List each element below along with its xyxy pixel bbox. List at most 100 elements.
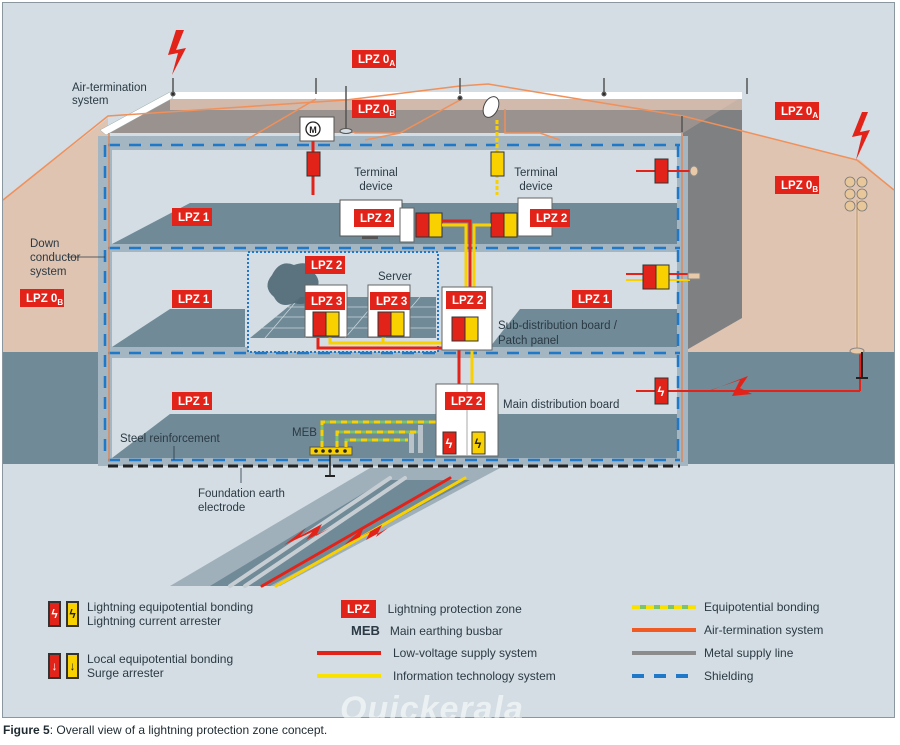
legend-low-voltage-label: Low-voltage supply system bbox=[393, 646, 538, 660]
motor-surge-arrester bbox=[306, 151, 321, 177]
lpz-badge-bg bbox=[305, 292, 345, 310]
lpz-badge-lpz-3-server-b: LPZ 3 bbox=[370, 292, 410, 310]
callout-server: Server bbox=[378, 271, 412, 283]
antenna-base bbox=[339, 128, 353, 134]
satellite-dish-icon bbox=[482, 96, 500, 118]
legend-lpz: LPZ Lightning protection zone bbox=[341, 600, 522, 618]
motor-icon bbox=[305, 121, 321, 137]
lpz-badge-lpz-1-mid-right: LPZ 1 bbox=[572, 290, 612, 308]
caption-text: : Overall view of a lightning protection… bbox=[49, 723, 328, 737]
lpz-badge-bg bbox=[530, 209, 570, 227]
lpz-badge-lpz-1-bottom: LPZ 1 bbox=[172, 392, 212, 410]
supply-trench-inner bbox=[210, 480, 470, 586]
shielding-lines bbox=[103, 143, 680, 462]
floor-mid-slab-right bbox=[490, 309, 677, 347]
lpz-badge-lpz-0b-roof: LPZ 0B bbox=[352, 100, 396, 118]
legend-surge-arrester-label: Surge arrester bbox=[87, 666, 164, 680]
lpz-badge-lpz-2-terminal-right: LPZ 2 bbox=[530, 209, 570, 227]
figure-caption: Figure 5: Overall view of a lightning pr… bbox=[3, 723, 327, 737]
lpz-badge-label: LPZ 1 bbox=[578, 294, 610, 306]
equipotential-swatch bbox=[632, 605, 696, 609]
legend-meb: MEB Main earthing busbar bbox=[351, 623, 503, 638]
caption-label: Figure 5 bbox=[3, 723, 50, 737]
lpz-badge-label: LPZ 1 bbox=[178, 212, 210, 224]
bottom-entry-arrester bbox=[654, 377, 669, 405]
lpz-badge-label: LPZ 2 bbox=[536, 213, 567, 225]
lpz-badge-bg bbox=[172, 290, 212, 308]
mid-entry-arrester-yellow bbox=[655, 264, 670, 290]
roof-back-band bbox=[170, 99, 742, 110]
lpz-badge-bg bbox=[572, 290, 612, 308]
legend-equipotential-label: Equipotential bonding bbox=[704, 600, 820, 614]
lightning-strike-right-icon bbox=[852, 112, 870, 160]
main-distribution-arrester-red-glyph: ϟ bbox=[446, 436, 453, 451]
callout-meb: MEB bbox=[292, 427, 317, 439]
legend-meb-label: Main earthing busbar bbox=[389, 623, 503, 638]
callout-terminal-right-2: device bbox=[519, 181, 552, 193]
lpz-badge-bg bbox=[305, 256, 345, 274]
surge-arrester-yellow-icon: ↓ bbox=[66, 653, 79, 679]
legend-low-voltage: Low-voltage supply system bbox=[317, 646, 537, 660]
terminal-left-arresters-yellow bbox=[428, 212, 443, 238]
main-distribution-arrester-yellow-glyph: ϟ bbox=[475, 436, 482, 451]
legend-lightning-current-label: Lightning current arrester bbox=[87, 614, 222, 628]
callout-foundation-2: electrode bbox=[198, 502, 245, 514]
lpz-badge-bg bbox=[172, 208, 212, 226]
monitor-left-stand bbox=[362, 236, 378, 239]
terminal-right-arresters-yellow bbox=[503, 212, 518, 238]
surge-arrester-red-icon: ↓ bbox=[48, 653, 61, 679]
bottom-entry-arrester-glyph: ϟ bbox=[658, 384, 665, 399]
lpz-badge-lpz-2-main-distribution: LPZ 2 bbox=[445, 392, 485, 410]
terminal-left-arresters-red bbox=[415, 212, 430, 238]
lpz-badge-label: LPZ 0B bbox=[26, 293, 63, 307]
air-termination-rods bbox=[170, 78, 748, 132]
satellite-surge-arrester bbox=[490, 151, 505, 177]
lpz-badge-lpz-0a-right: LPZ 0A bbox=[775, 102, 819, 120]
lightning-arrester-red-icon: ϟ bbox=[48, 601, 61, 627]
lpz-badge-lpz-0b-left: LPZ 0B bbox=[20, 289, 64, 307]
metal-pipes-icon bbox=[409, 425, 423, 453]
meb-terminals bbox=[314, 449, 347, 453]
callout-foundation: Foundation earth bbox=[198, 488, 285, 500]
lpz-badge-lpz-2-terminal-left: LPZ 2 bbox=[354, 209, 394, 227]
lpz-badge-label: LPZ 0A bbox=[781, 106, 818, 120]
legend-information-tech-label: Information technology system bbox=[393, 669, 556, 683]
watermark: Quickerala bbox=[340, 690, 524, 728]
lpz-badge-label: LPZ 2 bbox=[360, 213, 391, 225]
top-entry-arrester bbox=[654, 158, 669, 184]
callout-down-conductor: Down bbox=[30, 238, 59, 250]
lpz-badge-label: LPZ 2 bbox=[451, 396, 482, 408]
callout-terminal-left: Terminal bbox=[354, 167, 397, 179]
zone-0b-left-area bbox=[3, 118, 108, 352]
sub-distribution-arrester-yellow bbox=[464, 316, 479, 342]
lpz-badge-label: LPZ 1 bbox=[178, 396, 210, 408]
terminal-right-arresters-red bbox=[490, 212, 505, 238]
induced-surge-pipe-icon bbox=[284, 524, 330, 545]
pole-base bbox=[849, 347, 865, 355]
server-a-arrester-yellow bbox=[325, 311, 340, 337]
lpz-badge-bg bbox=[352, 50, 396, 68]
lpz-badge-lpz-2-server-room: LPZ 2 bbox=[305, 256, 345, 274]
server-b-arrester-yellow bbox=[390, 311, 405, 337]
equipotential-bonding-lines bbox=[320, 420, 436, 447]
server-a-arrester-red bbox=[312, 311, 327, 337]
lpz-badge-icon: LPZ bbox=[341, 600, 376, 618]
lpz-badge-lpz-0b-right: LPZ 0B bbox=[775, 176, 819, 194]
mid-entry-duct bbox=[687, 272, 701, 280]
supply-cabling bbox=[316, 219, 491, 385]
legend-shielding-label: Shielding bbox=[704, 669, 754, 683]
air-termination-roof-conductor-a bbox=[245, 98, 317, 141]
legend-surge-arrester: ↓ ↓ Local equipotential bonding Surge ar… bbox=[48, 652, 233, 680]
lpz-badge-bg bbox=[354, 209, 394, 227]
pc-tower-left bbox=[399, 207, 415, 243]
legend-metal-supply-label: Metal supply line bbox=[704, 646, 794, 660]
floor-mid-slab bbox=[112, 309, 245, 347]
lightning-strike-icon bbox=[168, 30, 186, 75]
legend-lightning-arrester: ϟ ϟ Lightning equipotential bonding Ligh… bbox=[48, 600, 253, 628]
lpz-badge-label: LPZ 2 bbox=[452, 295, 483, 307]
mid-entry-arrester-red bbox=[642, 264, 657, 290]
legend-local-bonding-label: Local equipotential bonding bbox=[87, 652, 234, 666]
air-termination-roof-conductor-c bbox=[504, 109, 561, 141]
legend-lpz-label: Lightning protection zone bbox=[387, 602, 522, 616]
